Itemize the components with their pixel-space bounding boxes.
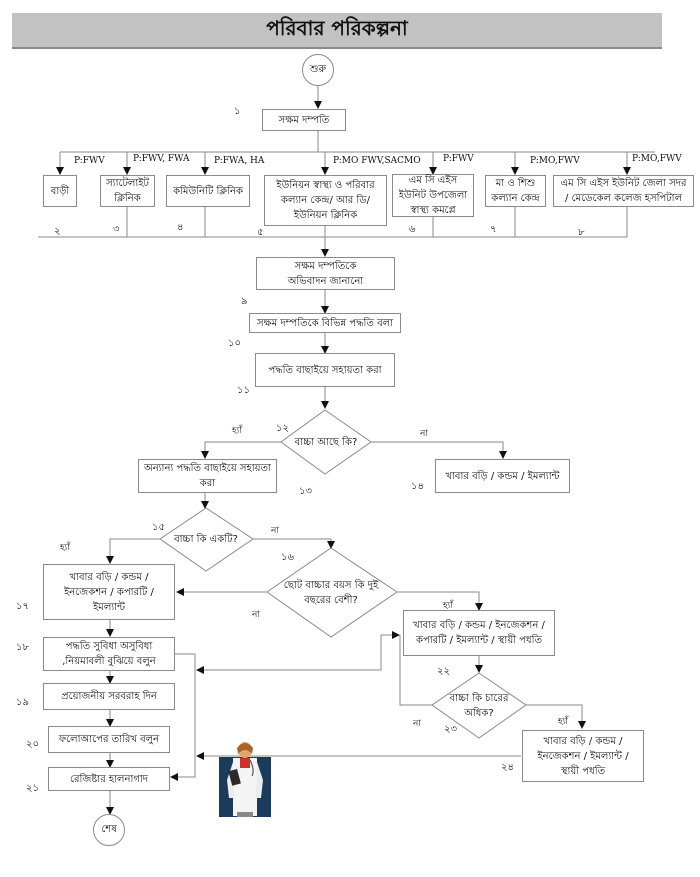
connector bbox=[397, 591, 483, 611]
connector bbox=[399, 635, 432, 706]
step-number: ১৬ bbox=[281, 552, 294, 563]
no-label: না bbox=[413, 719, 421, 729]
end-terminal: শেষ bbox=[93, 814, 125, 846]
start-terminal: শুরু bbox=[302, 54, 334, 86]
provider-label: P:MO FWV,SACMO bbox=[333, 156, 421, 166]
step-number: ২৪ bbox=[501, 762, 514, 773]
provider-label: P:MO,FWV bbox=[530, 156, 580, 166]
decision-diamond-12 bbox=[280, 409, 372, 475]
step-number: ৫ bbox=[257, 227, 264, 238]
step-number: ১১ bbox=[237, 385, 250, 396]
provider-label: P:MO,FWV bbox=[632, 154, 682, 164]
decision-diamond-23 bbox=[431, 672, 527, 739]
step-number: ৩ bbox=[113, 224, 120, 235]
step-8: এম সি এইস ইউনিট জেলা সদর / মেডেকেল কলেজ … bbox=[553, 175, 694, 207]
yes-label: হ্যাঁ bbox=[558, 717, 568, 727]
no-label: না bbox=[420, 429, 428, 439]
decision-12-text: বাচ্চা আছে কি? bbox=[294, 436, 358, 448]
doctor-illustration bbox=[219, 742, 271, 817]
connector bbox=[106, 538, 160, 564]
decision-15-text: বাচ্চা কি একটি? bbox=[174, 533, 238, 545]
yes-label: হ্যাঁ bbox=[60, 543, 70, 553]
step-number: ১৮ bbox=[16, 642, 29, 653]
step-13: অন্যান্য পদ্ধতি বাছাইয়ে সহায়তা করা bbox=[138, 459, 277, 493]
step-number: ১২ bbox=[276, 423, 289, 434]
step-number: ৮ bbox=[578, 227, 585, 238]
step-4: কমিউনিটি ক্লিনিক bbox=[166, 175, 250, 207]
step-number: ১৭ bbox=[16, 601, 29, 612]
end-label: শেষ bbox=[101, 823, 117, 835]
step-number: ৬ bbox=[409, 224, 416, 235]
title-bar: পরিবার পরিকল্পনা bbox=[12, 13, 662, 49]
connector bbox=[196, 635, 382, 674]
step-7: মা ও শিশু কল্যান কেন্দ্র bbox=[485, 175, 546, 207]
step-number: ২১ bbox=[26, 783, 39, 794]
step-2: বাড়ী bbox=[43, 175, 77, 207]
step-6: এম সি এইস ইউনিট উপজেলা স্বাস্থ্য কমপ্লে bbox=[392, 174, 474, 217]
step-number: ১৯ bbox=[16, 697, 29, 708]
step-18: পদ্ধতি সুবিধা অসুবিধা ,নিয়মাবলী বুঝিয়ে… bbox=[43, 637, 175, 671]
no-label: না bbox=[252, 610, 260, 620]
provider-label: P:FWV bbox=[74, 156, 105, 166]
step-number: ৯ bbox=[241, 296, 248, 307]
yes-label: হ্যাঁ bbox=[443, 601, 453, 611]
step-11: পদ্ধতি বাছাইয়ে সহায়তা করা bbox=[255, 353, 395, 387]
yes-label: হ্যাঁ bbox=[232, 426, 242, 436]
connector bbox=[371, 441, 507, 459]
step-number: ২৩ bbox=[444, 724, 458, 735]
step-3: স্যাটেলাইট ক্লিনিক bbox=[100, 175, 155, 207]
step-10: সক্ষম দম্পতিকে বিভিন্ন পদ্ধতি বলা bbox=[249, 313, 401, 333]
step-number: ১৩ bbox=[299, 486, 312, 497]
step-22: খাবার বড়ি / কন্ডম / ইনজেকশন / কপারটি / … bbox=[403, 610, 555, 656]
start-label: শুরু bbox=[309, 63, 327, 75]
step-number: ২ bbox=[54, 226, 61, 237]
connector bbox=[526, 704, 586, 729]
decision-diamond-16 bbox=[266, 547, 398, 638]
connector bbox=[201, 441, 281, 459]
step-number: ২২ bbox=[437, 666, 451, 677]
step-14: খাবার বড়ি / কন্ডম / ইমল্যান্ট bbox=[435, 459, 570, 493]
step-number: ২০ bbox=[26, 739, 40, 750]
step-number: ১ bbox=[234, 106, 241, 117]
step-21: রেজিষ্টার হালনাগাদ bbox=[48, 767, 170, 791]
provider-label: P:FWV, FWA bbox=[133, 154, 190, 164]
connector bbox=[253, 538, 335, 549]
decision-diamond-15 bbox=[159, 507, 254, 572]
decision-16-text: ছোট বাচ্চার বয়স কি দুই বছরের বেশী? bbox=[283, 580, 379, 606]
no-label: না bbox=[271, 526, 279, 536]
step-1: সক্ষম দম্পতি bbox=[262, 109, 346, 131]
page-title: পরিবার পরিকল্পনা bbox=[266, 15, 408, 40]
step-number: ১৪ bbox=[411, 481, 424, 492]
step-number: ৭ bbox=[490, 224, 497, 235]
step-number: ১৫ bbox=[152, 522, 165, 533]
step-17: খাবার বড়ি / কন্ডম / ইনজেকশন / কপারটি / … bbox=[43, 564, 175, 620]
provider-label: P:FWV bbox=[443, 154, 474, 164]
step-5: ইউনিয়ন স্বাস্থ্য ও পরিবার কল্যান কেন্দ্… bbox=[264, 175, 387, 226]
step-19: প্রয়োজনীয় সরবরাহ দিন bbox=[43, 683, 175, 710]
decision-23-text: বাচ্চা কি চারের অধিক? bbox=[449, 693, 509, 719]
step-9: সক্ষম দম্পতিকে অভিবাদন জানানো bbox=[256, 257, 395, 290]
step-number: ১০ bbox=[228, 338, 241, 349]
step-24: খাবার বড়ি / কন্ডম / ইনজেকশন / ইমল্যান্ট… bbox=[522, 730, 644, 782]
step-number: ৪ bbox=[177, 222, 184, 233]
provider-label: P:FWA, HA bbox=[214, 156, 265, 166]
step-20: ফলোআপের তারিখ বলুন bbox=[48, 726, 170, 753]
connector bbox=[170, 653, 196, 781]
